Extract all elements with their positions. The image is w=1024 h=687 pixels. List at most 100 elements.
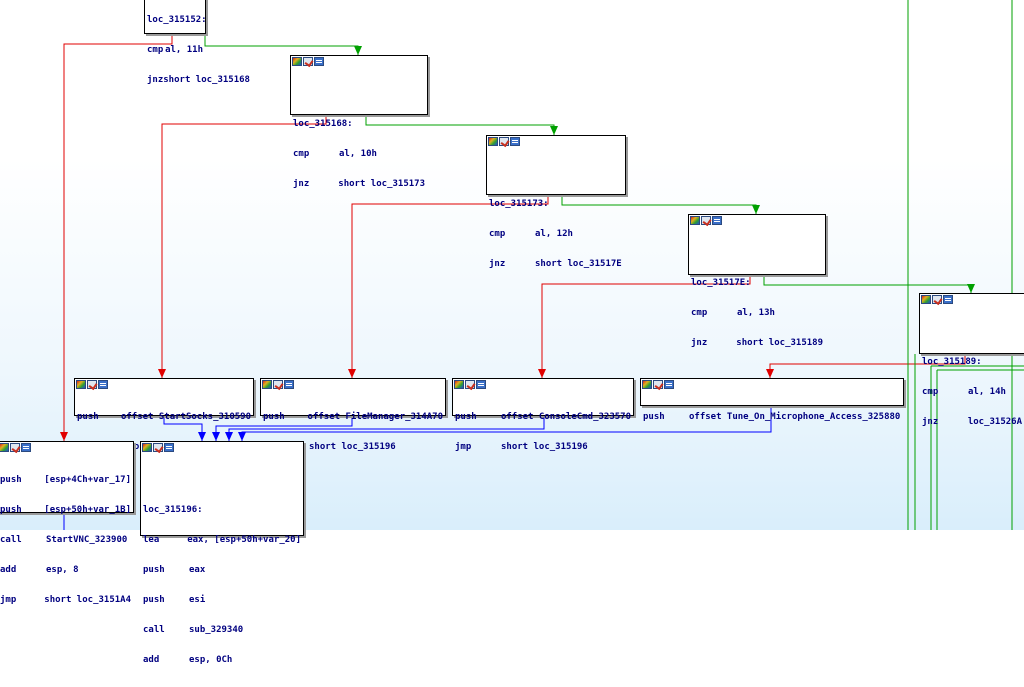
graph-color-icon[interactable] <box>262 380 272 389</box>
operands: [esp+4Ch+var_17] <box>44 475 131 485</box>
instruction-line[interactable]: push[esp+50h+var_1B] <box>0 505 131 515</box>
graph-color-icon[interactable] <box>0 443 9 452</box>
operands: offset ConsoleCmd_323570 <box>500 412 631 422</box>
operands: eax, [esp+50h+var_20] <box>187 535 301 545</box>
operands: short loc_315196 <box>309 442 396 452</box>
block-label: loc_315168: <box>293 119 353 129</box>
graph-color-icon[interactable] <box>488 137 498 146</box>
graph-color-icon[interactable] <box>76 380 86 389</box>
block-label: loc_315189: <box>922 357 982 367</box>
node-list-icon[interactable] <box>21 443 31 452</box>
node-list-icon[interactable] <box>98 380 108 389</box>
operands: esp, 0Ch <box>189 655 233 665</box>
mnemonic: cmp <box>147 45 164 55</box>
edit-node-icon[interactable] <box>303 57 313 66</box>
instruction-line[interactable]: push[esp+4Ch+var_17] <box>0 475 131 485</box>
edit-node-icon[interactable] <box>932 295 942 304</box>
edit-node-icon[interactable] <box>87 380 97 389</box>
operands: short loc_3151A4 <box>44 595 131 605</box>
node-list-icon[interactable] <box>476 380 486 389</box>
arrowhead <box>212 432 220 441</box>
node-list-icon[interactable] <box>712 216 722 225</box>
mnemonic: cmp <box>489 229 506 239</box>
operands: loc_31526A <box>967 417 1022 427</box>
node-list-icon[interactable] <box>943 295 953 304</box>
operands: short loc_315173 <box>338 179 425 189</box>
mnemonic: push <box>143 565 165 575</box>
operands: eax <box>189 565 206 575</box>
edit-node-icon[interactable] <box>499 137 509 146</box>
arrowhead <box>238 432 246 441</box>
instruction-line[interactable]: jmp short loc_3151A4 <box>0 595 131 605</box>
block-start-vnc[interactable]: push[esp+4Ch+var_17] push[esp+50h+var_1B… <box>0 441 134 605</box>
arrowhead <box>198 432 206 441</box>
edit-node-icon[interactable] <box>153 443 163 452</box>
graph-color-icon[interactable] <box>642 380 652 389</box>
graph-color-icon[interactable] <box>142 443 152 452</box>
edit-node-icon[interactable] <box>10 443 20 452</box>
operands: offset StartSocks_310590 <box>120 412 251 422</box>
operands: short loc_315168 <box>163 75 250 85</box>
block-toolbar <box>689 215 825 228</box>
mnemonic: jnz <box>691 338 708 348</box>
edit-node-icon[interactable] <box>653 380 663 389</box>
node-list-icon[interactable] <box>284 380 294 389</box>
mnemonic: jmp <box>0 595 17 605</box>
node-list-icon[interactable] <box>510 137 520 146</box>
graph-color-icon[interactable] <box>292 57 302 66</box>
block-toolbar <box>261 379 445 392</box>
graph-color-icon[interactable] <box>921 295 931 304</box>
node-list-icon[interactable] <box>164 443 174 452</box>
instruction-line[interactable]: push eax <box>143 565 301 575</box>
node-list-icon[interactable] <box>314 57 324 66</box>
graph-color-icon[interactable] <box>454 380 464 389</box>
edit-node-icon[interactable] <box>701 216 711 225</box>
edit-node-icon[interactable] <box>465 380 475 389</box>
arrowhead <box>60 432 68 441</box>
node-list-icon[interactable] <box>664 380 674 389</box>
arrowhead <box>766 369 774 378</box>
arrowhead <box>550 126 558 135</box>
graph-color-icon[interactable] <box>690 216 700 225</box>
operands: al, 11h <box>165 45 203 55</box>
edge-false-to-filemgr <box>351 195 549 378</box>
block-toolbar <box>641 379 903 392</box>
block-body: push[esp+4Ch+var_17] push[esp+50h+var_1B… <box>0 455 133 627</box>
edit-node-icon[interactable] <box>273 380 283 389</box>
